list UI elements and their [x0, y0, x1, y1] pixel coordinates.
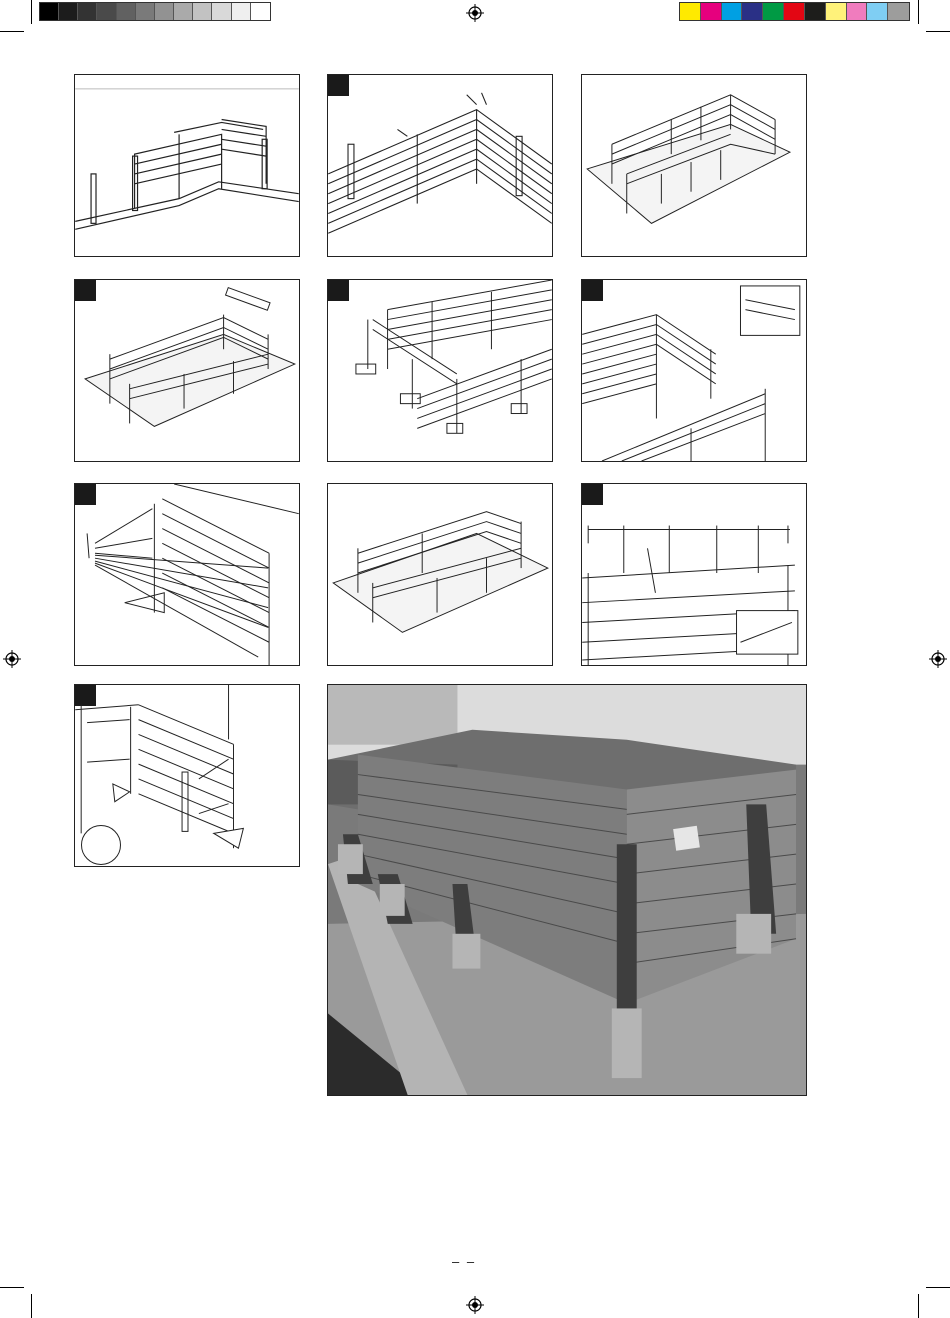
- crop-mark-top-left-v: [31, 0, 32, 24]
- crop-mark-bottom-right-v: [918, 1294, 919, 1318]
- calibration-swatch: [826, 3, 847, 20]
- calibration-swatch: [680, 3, 701, 20]
- registration-crosshair-icon: [466, 4, 484, 22]
- calibration-swatch: [722, 3, 743, 20]
- step-5-illustration: [327, 279, 553, 462]
- calibration-swatch: [136, 3, 155, 20]
- registration-crosshair-icon: [3, 650, 21, 668]
- crop-mark-top-left-h: [0, 31, 24, 32]
- step-7-illustration: [74, 483, 300, 666]
- calibration-swatch: [867, 3, 888, 20]
- registration-crosshair-icon: [466, 1296, 484, 1314]
- calibration-swatch: [763, 3, 784, 20]
- calibration-swatch: [193, 3, 212, 20]
- assembled-pool-photograph: [327, 684, 807, 1096]
- step-8-illustration: [327, 483, 553, 666]
- calibration-swatch: [742, 3, 763, 20]
- calibration-swatch: [59, 3, 78, 20]
- calibration-swatch: [78, 3, 97, 20]
- crop-mark-bottom-left-v: [31, 1294, 32, 1318]
- reference-circle-marker: [81, 825, 121, 865]
- page-number: – –: [452, 1254, 502, 1270]
- calibration-swatch: [232, 3, 251, 20]
- calibration-swatch: [174, 3, 193, 20]
- registration-crosshair-icon: [929, 650, 947, 668]
- calibration-swatch: [888, 3, 909, 20]
- crop-mark-bottom-left-h: [0, 1287, 24, 1288]
- step-10-illustration: [74, 684, 300, 867]
- calibration-swatch: [251, 3, 270, 20]
- crop-mark-top-right-h: [926, 31, 950, 32]
- calibration-swatch: [784, 3, 805, 20]
- step-1-illustration: [74, 74, 300, 257]
- calibration-swatch: [155, 3, 174, 20]
- grayscale-calibration-bar: [39, 2, 271, 21]
- calibration-swatch: [847, 3, 868, 20]
- calibration-swatch: [117, 3, 136, 20]
- calibration-swatch: [701, 3, 722, 20]
- crop-mark-top-right-v: [918, 0, 919, 24]
- color-calibration-bar: [679, 2, 910, 21]
- step-2-illustration: [327, 74, 553, 257]
- step-9-illustration: [581, 483, 807, 666]
- step-6-illustration: [581, 279, 807, 462]
- calibration-swatch: [40, 3, 59, 20]
- calibration-swatch: [97, 3, 116, 20]
- step-4-illustration: [74, 279, 300, 462]
- calibration-swatch: [212, 3, 231, 20]
- step-3-illustration: [581, 74, 807, 257]
- crop-mark-bottom-right-h: [926, 1287, 950, 1288]
- calibration-swatch: [805, 3, 826, 20]
